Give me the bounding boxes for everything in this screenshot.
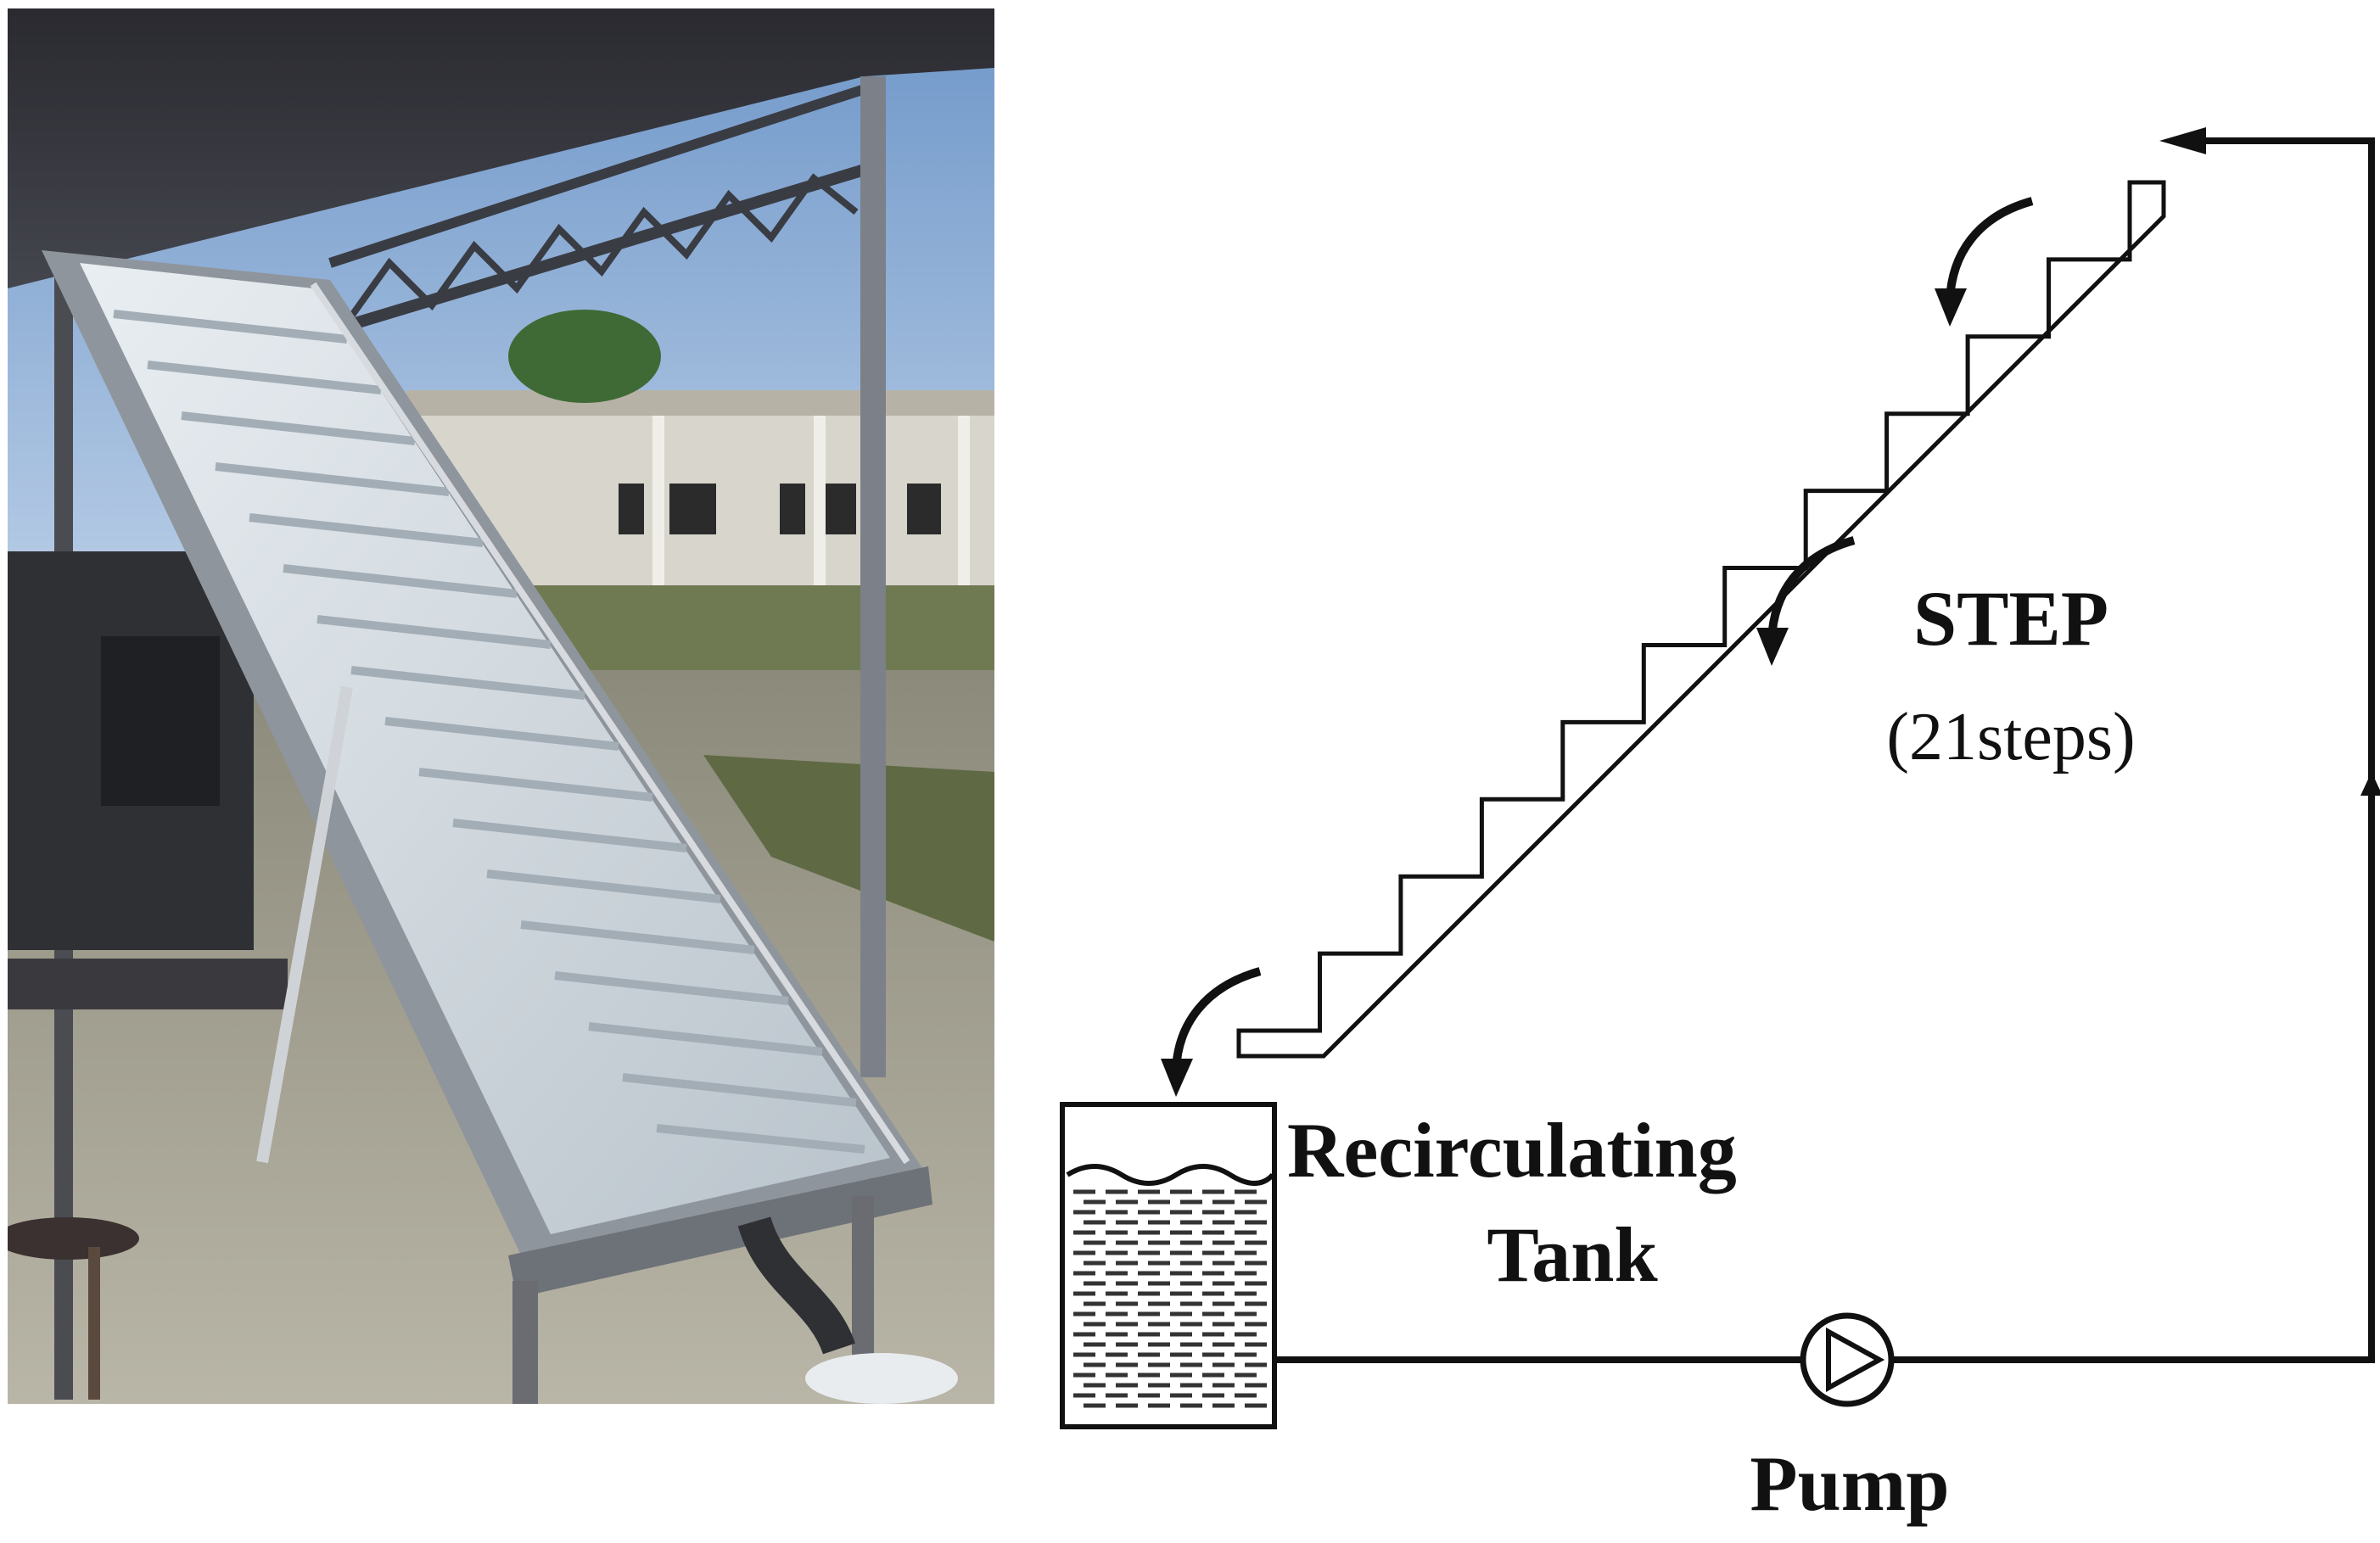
recirculating-tank <box>1060 1102 1277 1429</box>
pump-icon <box>1800 1312 1895 1407</box>
step-count: (21steps) <box>1886 700 2135 774</box>
staircase <box>1236 180 2166 1059</box>
tank-label-line2: Tank <box>1487 1211 1658 1298</box>
flow-arrowhead-icon <box>1935 288 1967 327</box>
support-column <box>860 76 886 1077</box>
flow-arrows <box>1161 197 2034 1097</box>
top-arrowhead-icon <box>2159 127 2206 154</box>
water-surface <box>1066 1164 1275 1186</box>
stair-outline <box>1236 180 2166 1059</box>
schematic-diagram: STEP (21steps) Recirculating Tank Pump <box>1001 0 2380 1539</box>
flow-arrow-icon <box>1767 536 1856 641</box>
stepped-cascade-photo <box>0 8 994 1404</box>
step-title: STEP <box>1913 575 2108 662</box>
return-pipe <box>1277 137 2375 1363</box>
pipe <box>737 1216 855 1356</box>
tree <box>508 310 661 403</box>
frame-leg <box>512 1281 538 1404</box>
tank-label-line1: Recirculating <box>1287 1107 1737 1194</box>
trough <box>508 1166 932 1298</box>
riser-arrowhead-icon <box>2360 772 2380 796</box>
tank-water <box>1073 1189 1267 1408</box>
flow-arrowhead-icon <box>1756 628 1789 666</box>
pump-label: Pump <box>1750 1440 1949 1527</box>
schematic-svg: STEP (21steps) Recirculating Tank Pump <box>1060 127 2380 1527</box>
flow-arrowhead-icon <box>1161 1059 1193 1097</box>
flow-arrow-icon <box>1946 197 2034 302</box>
photo-svg <box>0 8 994 1404</box>
canopy-roof <box>8 8 994 288</box>
flow-arrow-icon <box>1172 967 1262 1071</box>
chute-steps <box>113 310 865 1154</box>
